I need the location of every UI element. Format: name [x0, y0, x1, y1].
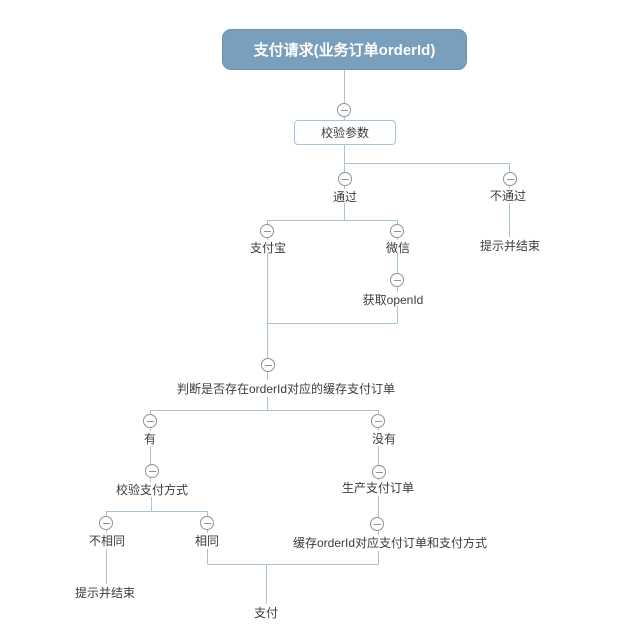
node-fail[interactable]: 不通过: [489, 189, 527, 203]
node-create-pay-order[interactable]: 生产支付订单: [341, 481, 415, 495]
collapse-icon[interactable]: [143, 414, 157, 428]
node-not-same[interactable]: 不相同: [88, 534, 126, 548]
node-wechat[interactable]: 微信: [385, 241, 411, 255]
node-notsame-end[interactable]: 提示并结束: [74, 586, 136, 600]
node-validate-params[interactable]: 校验参数: [294, 120, 396, 145]
collapse-icon[interactable]: [338, 172, 352, 186]
collapse-icon[interactable]: [261, 358, 275, 372]
node-pass[interactable]: 通过: [332, 190, 358, 204]
node-has[interactable]: 有: [143, 432, 157, 446]
collapse-icon[interactable]: [337, 103, 351, 117]
node-cache-pay-order[interactable]: 缓存orderId对应支付订单和支付方式: [292, 536, 488, 550]
collapse-icon[interactable]: [370, 517, 384, 531]
node-has-not[interactable]: 没有: [371, 432, 397, 446]
collapse-icon[interactable]: [200, 516, 214, 530]
collapse-icon[interactable]: [99, 516, 113, 530]
node-get-openid[interactable]: 获取openId: [362, 293, 424, 307]
collapse-icon[interactable]: [503, 172, 517, 186]
collapse-icon[interactable]: [371, 414, 385, 428]
node-check-cached-order[interactable]: 判断是否存在orderId对应的缓存支付订单: [176, 382, 396, 396]
node-pay[interactable]: 支付: [253, 606, 279, 620]
node-verify-pay-method[interactable]: 校验支付方式: [115, 483, 189, 497]
node-alipay[interactable]: 支付宝: [249, 241, 287, 255]
collapse-icon[interactable]: [260, 224, 274, 238]
collapse-icon[interactable]: [390, 224, 404, 238]
node-root[interactable]: 支付请求(业务订单orderId): [222, 29, 467, 70]
node-same[interactable]: 相同: [194, 534, 220, 548]
node-fail-end[interactable]: 提示并结束: [479, 239, 541, 253]
collapse-icon[interactable]: [372, 465, 386, 479]
collapse-icon[interactable]: [145, 464, 159, 478]
collapse-icon[interactable]: [390, 273, 404, 287]
